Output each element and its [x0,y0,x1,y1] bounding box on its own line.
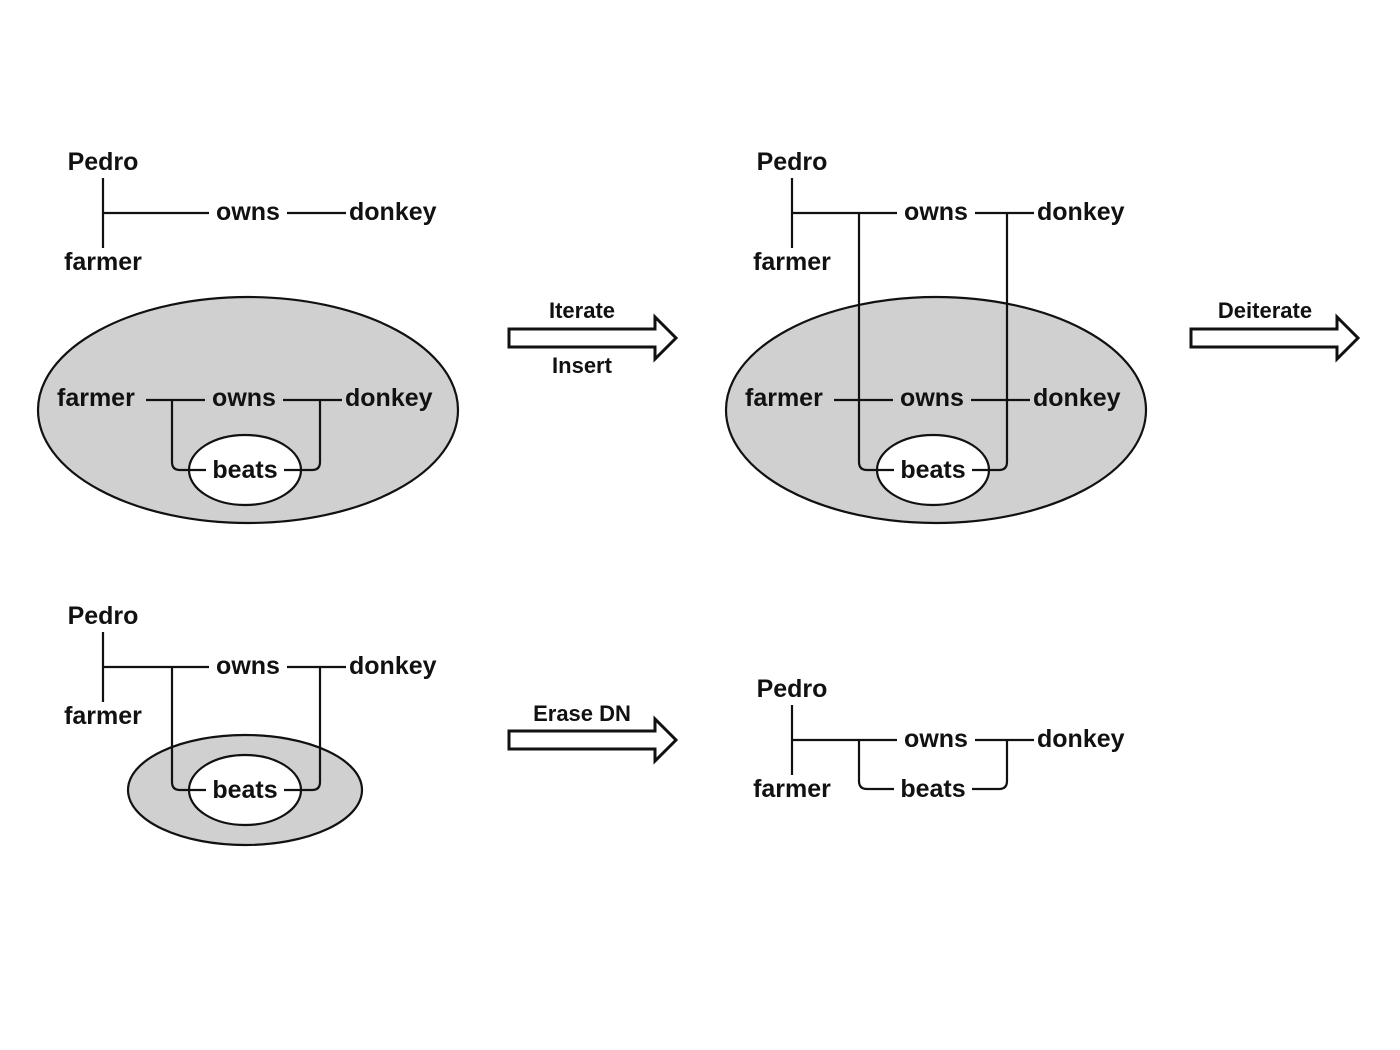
label-owns: owns [904,725,968,753]
arrow-shape [1189,313,1361,363]
arrow-label-iterate: Iterate [549,298,615,323]
label-farmer: farmer [753,248,831,276]
negation-oval [36,295,460,525]
identity-line [857,213,894,472]
label-beats: beats [212,776,277,804]
identity-line [284,667,322,792]
negation-oval [724,295,1148,525]
label-pedro: Pedro [757,148,828,176]
label-farmer: farmer [753,775,831,803]
label-donkey: donkey [349,198,437,226]
arrow-shape [507,313,679,363]
identity-line [170,667,206,792]
label-farmer: farmer [745,384,823,412]
transformation-arrow-erase-dn: Erase DN [507,701,679,765]
label-donkey: donkey [349,652,437,680]
arrow-label-deiterate: Deiterate [1218,298,1312,323]
label-donkey: donkey [345,384,433,412]
label-beats: beats [212,456,277,484]
label-farmer: farmer [57,384,135,412]
arrow-label-insert: Insert [552,353,613,378]
label-farmer: farmer [64,702,142,730]
graph-1: Pedro farmer owns donkey farmer owns don… [36,148,460,525]
identity-line [857,740,894,791]
label-owns: owns [212,384,276,412]
graph-2: Pedro farmer owns donkey farmer owns don… [724,148,1148,525]
label-owns: owns [216,652,280,680]
identity-line [284,400,322,472]
arrow-label-erase-dn: Erase DN [533,701,631,726]
identity-line [972,213,1009,472]
transformation-arrow-iterate-insert: Iterate Insert [507,298,679,378]
label-pedro: Pedro [68,602,139,630]
label-donkey: donkey [1033,384,1121,412]
graph-4: Pedro farmer owns donkey beats [753,675,1125,803]
label-pedro: Pedro [757,675,828,703]
label-owns: owns [904,198,968,226]
label-beats: beats [900,456,965,484]
label-owns: owns [216,198,280,226]
label-donkey: donkey [1037,725,1125,753]
identity-line [972,740,1009,791]
label-farmer: farmer [64,248,142,276]
label-donkey: donkey [1037,198,1125,226]
label-pedro: Pedro [68,148,139,176]
label-beats: beats [900,775,965,803]
label-owns: owns [900,384,964,412]
identity-line [170,400,206,472]
arrow-shape [507,715,679,765]
graph-3: Pedro farmer owns donkey beats [64,602,437,847]
transformation-arrow-deiterate: Deiterate [1189,298,1361,363]
